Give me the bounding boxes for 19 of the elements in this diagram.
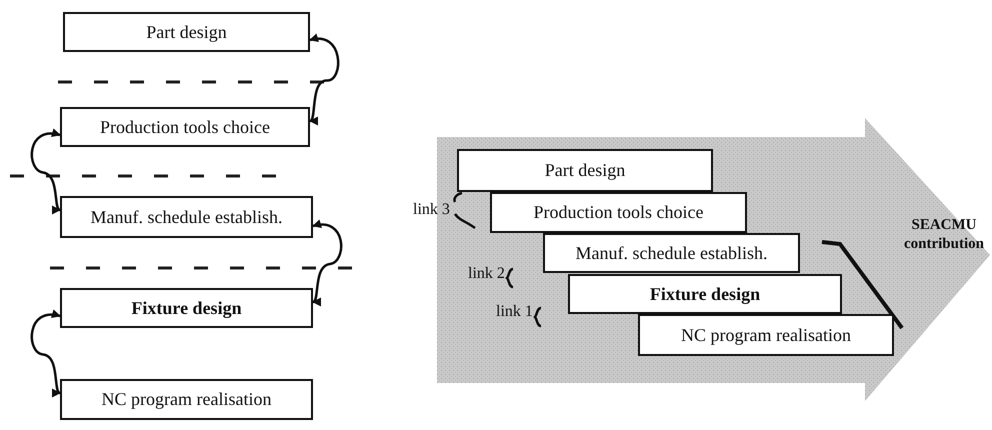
link-label: link 2 [468, 265, 505, 283]
feedback-loop-arrow [309, 34, 340, 122]
band-caption: SEACMU contribution [902, 216, 985, 254]
feedback-loop-arrow [312, 220, 342, 304]
process-box: Fixture design [568, 274, 842, 314]
process-box: Production tools choice [490, 192, 747, 233]
process-box: Production tools choice [60, 107, 310, 147]
process-box: NC program realisation [60, 379, 313, 420]
link-label: link 1 [496, 303, 533, 321]
large-arrow-band [437, 118, 990, 403]
process-box: Fixture design [60, 288, 313, 328]
feedback-loop-arrow [30, 129, 61, 212]
feedback-loop-arrow [30, 310, 61, 394]
link-label: link 3 [413, 201, 450, 219]
process-box: Part design [63, 12, 310, 52]
process-box: Part design [457, 149, 713, 192]
process-box: NC program realisation [638, 314, 894, 356]
process-box: Manuf. schedule establish. [543, 233, 800, 273]
process-box: Manuf. schedule establish. [60, 196, 313, 238]
